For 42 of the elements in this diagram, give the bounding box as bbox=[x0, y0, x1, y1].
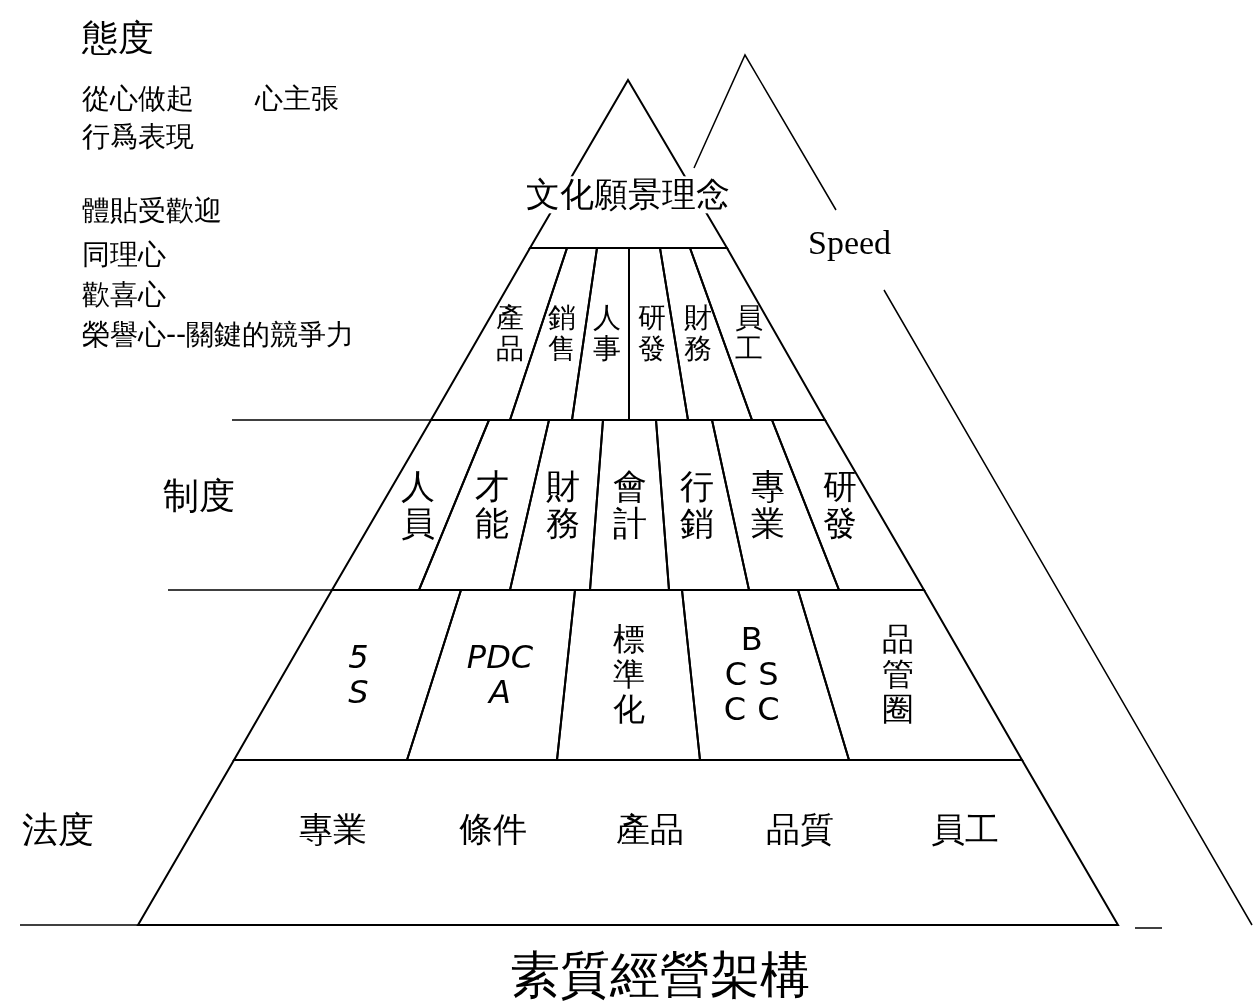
pyramid-cell bbox=[234, 590, 461, 760]
cell-label: 條件 bbox=[459, 811, 527, 849]
pyramid-cell bbox=[798, 590, 1022, 760]
cell-label: 人事 bbox=[592, 303, 621, 365]
cell-label: 行銷 bbox=[679, 467, 714, 543]
cell-label: 品質 bbox=[766, 811, 834, 849]
cell-label: 文化願景理念 bbox=[526, 176, 730, 214]
cell-label: 銷售 bbox=[547, 303, 576, 365]
note-text: 同理心 bbox=[82, 240, 166, 271]
pyramid-cell bbox=[407, 590, 575, 760]
cell-label: 人員 bbox=[400, 467, 435, 543]
cell-label: 員工 bbox=[931, 811, 999, 849]
cell-label: 專業 bbox=[299, 811, 367, 849]
pyramid-base-band bbox=[138, 760, 1118, 925]
note-text: 行爲表現 bbox=[82, 122, 194, 153]
note-text: 心主張 bbox=[255, 84, 339, 115]
cell-label: 研發 bbox=[637, 303, 666, 365]
cell-label: 產品 bbox=[495, 303, 524, 365]
side-label: 法度 bbox=[22, 810, 94, 850]
pyramid-cell bbox=[510, 420, 603, 590]
cell-label: 財務 bbox=[546, 467, 580, 543]
cell-label: 會計 bbox=[612, 467, 647, 543]
cell-label: 研發 bbox=[823, 467, 857, 543]
cell-label: 財務 bbox=[683, 303, 712, 365]
note-text: 歡喜心 bbox=[82, 280, 166, 311]
side-label: Speed bbox=[808, 224, 892, 262]
heading-label: 態度 bbox=[82, 18, 154, 58]
note-text: 從心做起 bbox=[82, 84, 194, 115]
cell-label: 專業 bbox=[751, 467, 785, 543]
cell-label: PDCA bbox=[465, 639, 535, 711]
cell-label: B CS CC bbox=[722, 622, 792, 728]
cell-label: 5S bbox=[347, 639, 370, 711]
cell-label: 產品 bbox=[616, 811, 684, 849]
pyramid-cell bbox=[590, 420, 669, 590]
side-label: 制度 bbox=[163, 476, 235, 516]
note-text: 榮譽心--關鍵的競爭力 bbox=[82, 320, 355, 351]
cell-label: 品管圈 bbox=[882, 622, 915, 728]
cell-label: 標準化 bbox=[612, 622, 645, 728]
cell-label: 員工 bbox=[734, 303, 763, 365]
note-text: 體貼受歡迎 bbox=[82, 196, 222, 227]
caption-text: 素質經營架構 bbox=[510, 948, 810, 1003]
cell-label: 才能 bbox=[474, 467, 509, 543]
